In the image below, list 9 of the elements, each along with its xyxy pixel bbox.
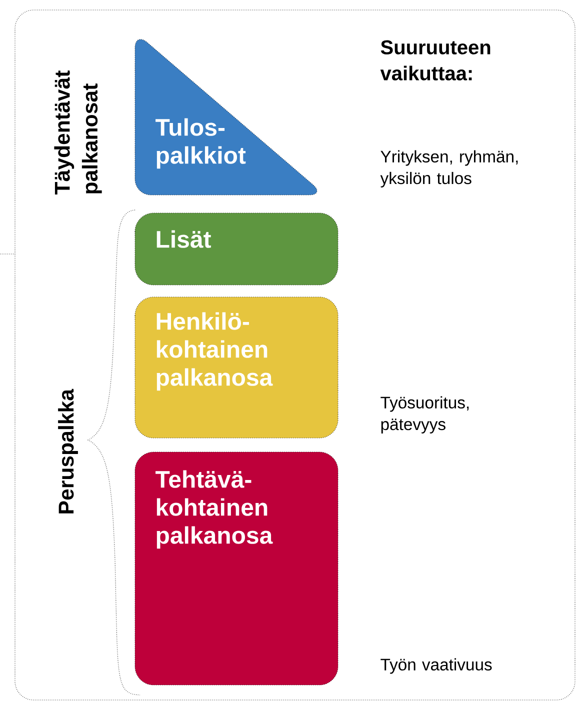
rounded-box: Tehtävä- kohtainen palkanosa — [134, 452, 338, 686]
side-heading: Peruspalkka — [58, 388, 78, 514]
side-heading: Täydentävät palkanosat — [54, 70, 102, 194]
factor-text: Yrityksen, ryhmän, yksilön tulos — [380, 150, 518, 188]
column-heading: Suuruuteen vaikuttaa: — [380, 40, 490, 80]
rounded-box: Lisät — [134, 212, 338, 286]
factor-text: Työn vaativuus — [380, 658, 492, 674]
rounded-box: Henkilö- kohtainen palkanosa — [134, 296, 338, 438]
factor-text: Työsuoritus, pätevyys — [380, 396, 469, 434]
